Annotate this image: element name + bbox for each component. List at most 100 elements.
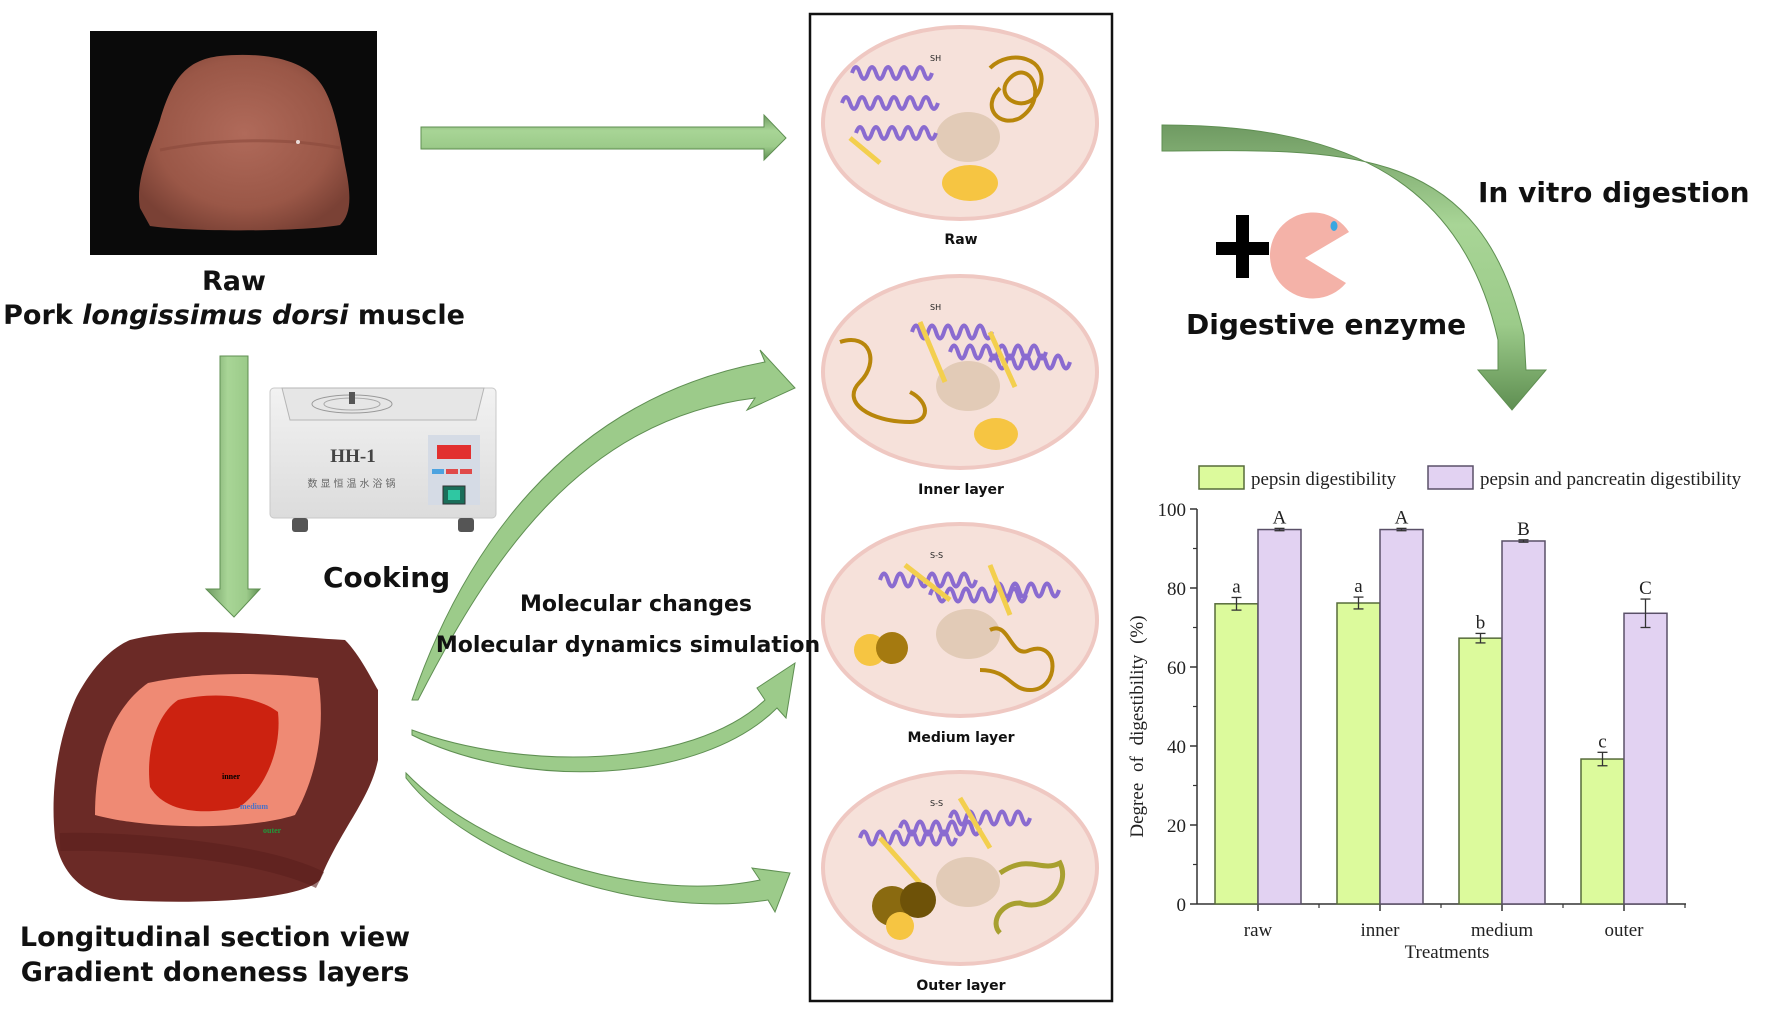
in-vitro-digestion-arrow <box>1161 124 1548 411</box>
in-vitro-digestion-label: In vitro digestion <box>1478 176 1750 209</box>
bar-inner-series1 <box>1379 528 1424 905</box>
y-tick-label: 40 <box>1167 737 1186 758</box>
molecular-changes-label: Molecular changes <box>519 592 753 617</box>
y-tick-label: 80 <box>1167 579 1186 600</box>
bar-medium-series1 <box>1501 540 1546 905</box>
cell-outer: S-S <box>821 770 1099 966</box>
medium-layer-arrow <box>411 661 796 773</box>
legend-label-0: pepsin digestibility <box>1251 469 1397 490</box>
bond-label: S-S <box>930 551 943 560</box>
aggregate-icon <box>886 912 914 940</box>
y-tick-label: 100 <box>1158 500 1187 521</box>
significance-letter: b <box>1476 612 1486 633</box>
alpha-helix-icon <box>948 809 1032 827</box>
legend-swatch-1 <box>1427 465 1474 490</box>
legend-label-1: pepsin and pancreatin digestibility <box>1480 469 1742 490</box>
digestive-enzyme-label: Digestive enzyme <box>1186 308 1467 341</box>
bar-inner-series0 <box>1336 602 1381 905</box>
section-caption-line2: Gradient doneness layers <box>20 957 410 988</box>
significance-letter: a <box>1232 576 1241 597</box>
beta-sheet-icon <box>987 564 1013 616</box>
bar-medium-series0 <box>1458 637 1503 905</box>
cell-raw: SH <box>821 25 1099 221</box>
fat-globule-icon <box>942 165 998 201</box>
cooking-label: Cooking <box>323 561 451 594</box>
significance-letter: C <box>1639 578 1652 599</box>
pork-caption-italic: longissimus dorsi <box>82 300 349 331</box>
beta-sheet-icon <box>987 330 1018 389</box>
cell-medium: S-S <box>821 522 1099 718</box>
significance-letter: c <box>1598 731 1606 752</box>
nucleus-icon <box>936 361 1000 411</box>
water-bath-model: HH-1 <box>330 446 376 467</box>
pork-caption-suffix: muscle <box>348 300 465 331</box>
enzyme-eye-icon <box>1330 221 1338 231</box>
nucleus-icon <box>936 112 1000 162</box>
raw-caption: Raw <box>202 266 266 297</box>
significance-letter: a <box>1354 576 1363 597</box>
digestive-enzyme-icon <box>1269 212 1349 299</box>
aggregate-icon <box>876 632 908 664</box>
outer-layer-arrow <box>405 771 791 914</box>
outer-section-label: outer <box>263 826 282 835</box>
alpha-helix-icon <box>898 819 982 837</box>
alpha-helix-icon <box>840 95 940 111</box>
alpha-helix-icon <box>854 125 938 141</box>
cooking-down-arrow <box>204 355 262 618</box>
plus-icon <box>1216 215 1269 278</box>
molecular-panel-frame <box>808 12 1114 1003</box>
y-tick-label: 0 <box>1177 895 1187 916</box>
nucleus-icon <box>936 609 1000 659</box>
molecular-dynamics-label: Molecular dynamics simulation <box>435 633 821 658</box>
pork-caption: Pork longissimus dorsi muscle <box>3 300 465 331</box>
x-tick-label-inner: inner <box>1360 920 1400 941</box>
beta-sheet-icon <box>848 136 882 165</box>
bar-raw-series0 <box>1214 603 1259 905</box>
inner-layer-arrow <box>411 349 796 701</box>
alpha-helix-icon <box>993 581 1061 599</box>
fat-globule-icon <box>974 418 1018 450</box>
significance-letter: A <box>1395 507 1409 528</box>
random-coil-icon <box>839 338 927 425</box>
water-bath-subtitle: 数显恒温水浴锅 <box>307 479 399 490</box>
pork-caption-prefix: Pork <box>3 300 83 331</box>
aggregate-icon <box>900 882 936 918</box>
significance-letter: B <box>1517 519 1530 540</box>
raw-to-molecular-arrow <box>420 113 787 162</box>
panel-label-medium: Medium layer <box>907 730 1015 746</box>
nucleus-icon <box>936 857 1000 907</box>
x-tick-label-outer: outer <box>1604 920 1644 941</box>
legend-swatch-0 <box>1198 465 1245 490</box>
beta-sheet-icon <box>903 563 952 602</box>
cell-inner: SH <box>821 274 1099 470</box>
meat-cross-section <box>53 632 379 902</box>
x-tick-label-raw: raw <box>1244 920 1273 941</box>
water-bath-illustration <box>269 387 497 532</box>
bar-outer-series0 <box>1580 758 1625 905</box>
alpha-helix-icon <box>858 829 958 847</box>
bar-raw-series1 <box>1257 528 1302 905</box>
panel-label-outer: Outer layer <box>916 978 1006 994</box>
raw-pork-photo <box>90 31 377 255</box>
beta-sheet-icon <box>957 796 993 850</box>
beta-sheet-icon <box>878 836 922 885</box>
beta-sheet-icon <box>917 321 948 383</box>
significance-letter: A <box>1273 507 1287 528</box>
y-axis-title: Degree of digestibility (%) <box>1127 615 1148 837</box>
x-tick-label-medium: medium <box>1471 920 1533 941</box>
random-coil-icon <box>988 55 1044 123</box>
bond-label: S-S <box>930 799 943 808</box>
random-coil-icon <box>993 859 1066 935</box>
x-axis-title: Treatments <box>1405 942 1490 963</box>
bond-label: SH <box>930 303 941 312</box>
bar-outer-series1 <box>1623 612 1668 905</box>
y-tick-label: 20 <box>1167 816 1186 837</box>
medium-section-label: medium <box>240 802 268 811</box>
panel-label-inner: Inner layer <box>918 482 1004 498</box>
panel-label-raw: Raw <box>944 232 978 248</box>
inner-section-label: inner <box>222 772 241 781</box>
random-coil-icon <box>979 626 1055 693</box>
y-tick-label: 60 <box>1167 658 1186 679</box>
